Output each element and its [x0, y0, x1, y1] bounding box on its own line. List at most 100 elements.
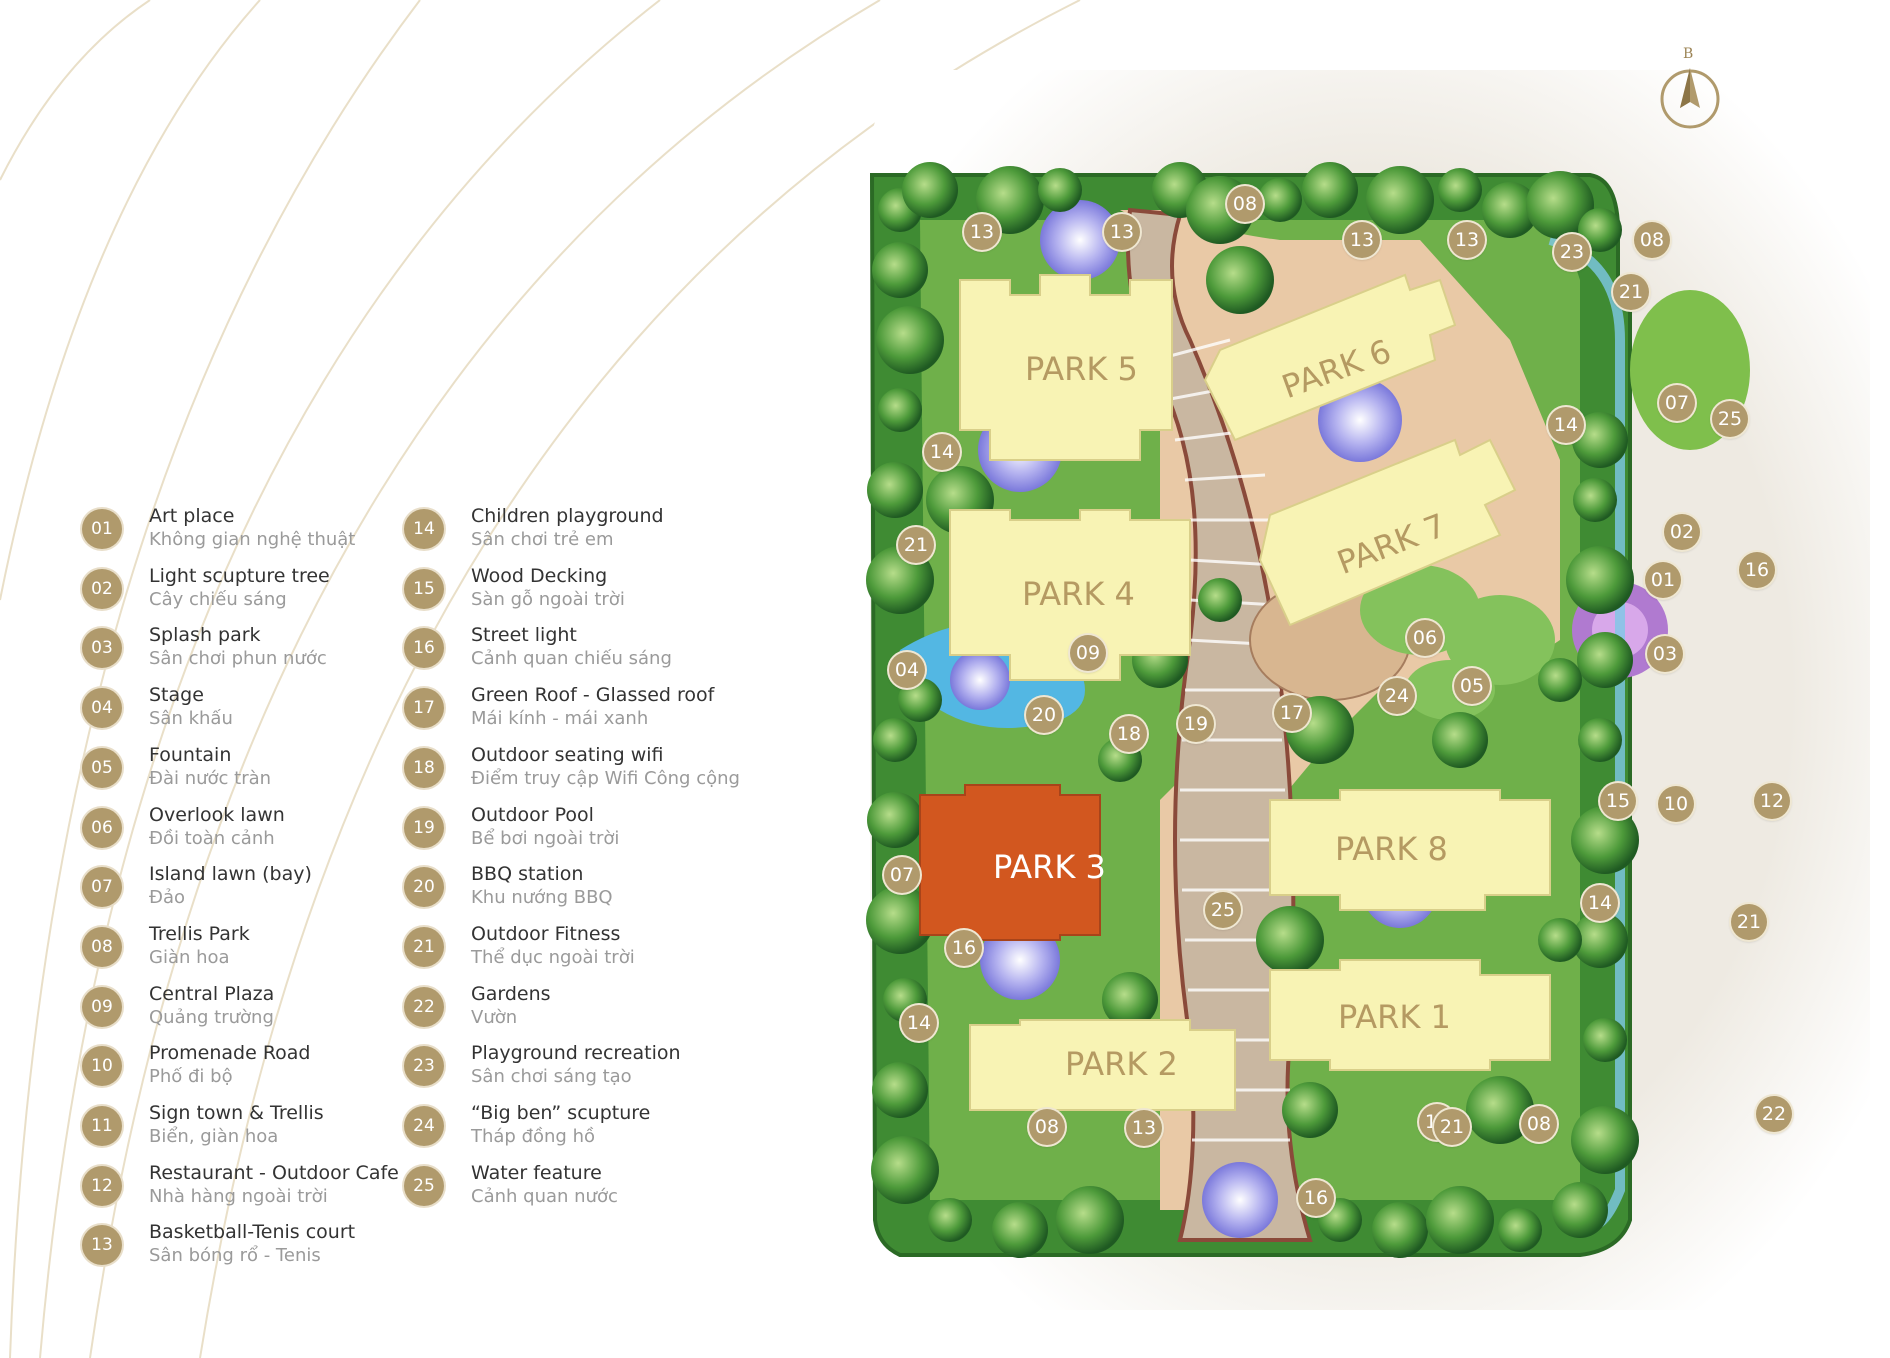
tree [1571, 806, 1639, 874]
building-park6 [1203, 273, 1457, 442]
legend-label-en: Street light [471, 624, 577, 647]
legend-label-en: Restaurant - Outdoor Cafe [149, 1161, 399, 1184]
legend-number-badge: 03 [82, 628, 122, 669]
tree [902, 162, 958, 218]
map-marker: 08 [1521, 1106, 1557, 1142]
tree [866, 886, 934, 954]
map-marker: 16 [946, 930, 982, 966]
legend-label-vi: Phố đi bộ [149, 1066, 233, 1088]
map-marker: 16 [1739, 552, 1775, 588]
legend-label-en: BBQ station [471, 863, 584, 886]
legend-label-en: Wood Decking [471, 564, 608, 587]
map-marker: 20 [1026, 697, 1062, 733]
site-plan-drawing [866, 70, 1870, 1310]
tree [1578, 718, 1622, 762]
tree [928, 1198, 972, 1242]
legend-number-badge: 23 [404, 1046, 444, 1087]
legend-label-vi: Khu nướng BBQ [471, 887, 613, 909]
map-marker: 21 [1434, 1109, 1470, 1145]
map-marker: 09 [1070, 635, 1106, 671]
map-marker: 08 [1029, 1109, 1065, 1145]
tree [1572, 412, 1628, 468]
tree [1552, 1182, 1608, 1238]
map-marker: 01 [1645, 562, 1681, 598]
tree [1571, 1106, 1639, 1174]
legend-label-en: Gardens [471, 982, 551, 1005]
tree [1366, 166, 1434, 234]
legend-label-vi: Sân bóng rổ - Tenis [149, 1245, 321, 1267]
legend-label-vi: Vườn [471, 1006, 518, 1028]
legend-number-badge: 22 [404, 986, 444, 1027]
map-marker: 13 [964, 214, 1000, 250]
buildings [919, 273, 1551, 1111]
legend-number-badge: 06 [82, 807, 122, 848]
legend-label-vi: Không gian nghệ thuật [149, 529, 356, 550]
map-marker: 07 [1659, 385, 1695, 421]
map-marker: 04 [889, 652, 925, 688]
legend-number-badge: 24 [404, 1106, 444, 1146]
map-marker: 10 [1658, 786, 1694, 822]
legend-number-badge: 15 [404, 568, 444, 609]
legend-label-en: Fountain [149, 743, 232, 766]
legend-label-vi: Biển, giàn hoa [149, 1126, 279, 1147]
tree [1438, 168, 1482, 212]
tree [872, 242, 928, 298]
tree [1102, 972, 1158, 1028]
legend-number-badge: 12 [82, 1165, 122, 1206]
legend-number-badge: 10 [82, 1046, 122, 1087]
tree [1538, 658, 1582, 702]
legend-number-badge: 02 [82, 568, 122, 609]
compass-label: B [1683, 46, 1694, 62]
map-marker: 13 [1126, 1110, 1162, 1146]
tree [1282, 1082, 1338, 1138]
map-marker: 08 [1227, 186, 1263, 222]
legend-number-badge: 14 [404, 509, 444, 549]
map-marker: 21 [1731, 904, 1767, 940]
map-marker: 25 [1205, 892, 1241, 928]
legend-number-badge: 13 [82, 1225, 122, 1266]
legend-number-badge: 11 [82, 1106, 122, 1146]
legend-label-en: Water feature [471, 1161, 602, 1184]
map-marker: 17 [1274, 695, 1310, 731]
legend-number-badge: 07 [82, 867, 122, 908]
legend-label-en: Basketball-Tenis court [149, 1221, 356, 1244]
tree [1498, 1208, 1542, 1252]
legend-number-badge: 16 [404, 628, 444, 669]
tree [1583, 1018, 1627, 1062]
map-marker: 14 [1582, 885, 1618, 921]
legend-number-badge: 05 [82, 747, 122, 788]
tree [878, 388, 922, 432]
building-label-park5: PARK 5 [1025, 350, 1138, 388]
legend-label-vi: Bể bơi ngoài trời [471, 827, 620, 849]
legend-label-en: Stage [149, 684, 204, 707]
legend-number-badge: 01 [82, 509, 122, 549]
map-marker: 07 [884, 857, 920, 893]
legend-label-en: “Big ben” scupture [471, 1102, 651, 1124]
legend-label-vi: Sàn gỗ ngoài trời [471, 588, 625, 610]
map-marker: 21 [898, 527, 934, 563]
legend-label-vi: Sân chơi sáng tạo [471, 1066, 632, 1088]
map-marker: 08 [1634, 222, 1670, 258]
legend-label-vi: Sân chơi phun nước [149, 648, 327, 670]
tree [1056, 1186, 1124, 1254]
map-marker: 03 [1647, 636, 1683, 672]
tree [1206, 246, 1274, 314]
legend-number-badge: 04 [82, 688, 122, 729]
trees [866, 162, 1639, 1258]
legend-label-vi: Nhà hàng ngoài trời [149, 1185, 328, 1207]
legend-label-en: Central Plaza [149, 982, 275, 1005]
map-marker: 23 [1554, 234, 1590, 270]
map-marker: 21 [1613, 274, 1649, 310]
tree [1577, 632, 1633, 688]
building-label-park3: PARK 3 [993, 848, 1106, 886]
building-label-park1: PARK 1 [1338, 998, 1451, 1036]
map-marker: 13 [1104, 214, 1140, 250]
legend-label-en: Outdoor seating wifi [471, 743, 664, 766]
legend-label-en: Overlook lawn [149, 803, 285, 826]
map-marker: 16 [1298, 1180, 1334, 1216]
map-marker: 13 [1344, 222, 1380, 258]
tree [1302, 162, 1358, 218]
legend-label-vi: Tháp đồng hồ [471, 1126, 595, 1147]
legend-label-vi: Đảo [149, 887, 185, 909]
map-marker: 14 [924, 434, 960, 470]
